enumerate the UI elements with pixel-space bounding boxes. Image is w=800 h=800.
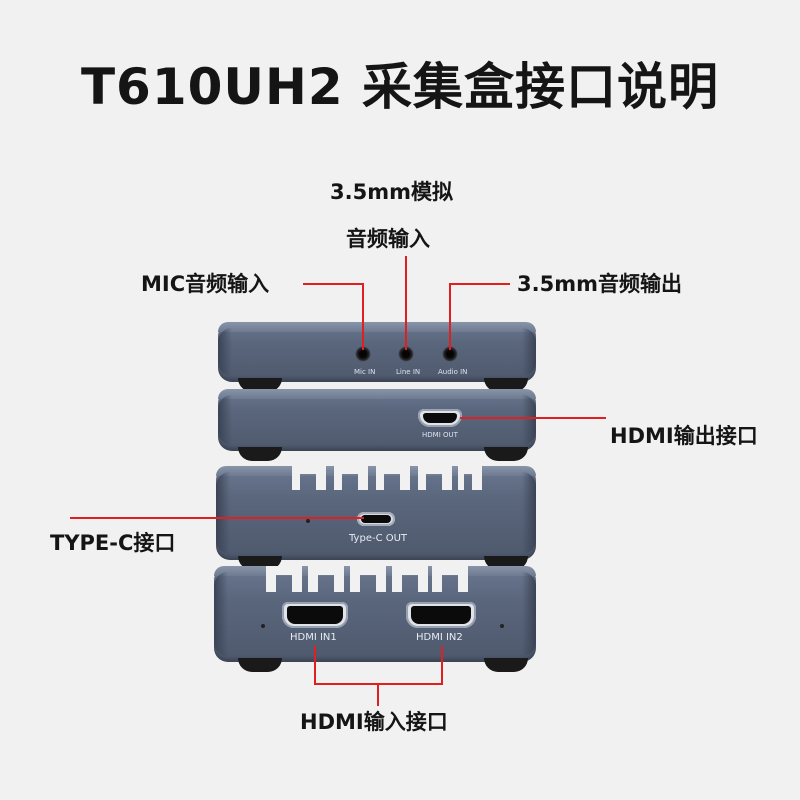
hdmi-out-port bbox=[418, 409, 462, 427]
status-led bbox=[500, 624, 504, 628]
port-label-type-c-out: Type-C OUT bbox=[349, 533, 408, 544]
port-label-mic-in: Mic IN bbox=[354, 368, 376, 376]
audio-in-jack bbox=[442, 346, 458, 362]
mic-jack bbox=[355, 346, 371, 362]
device-foot bbox=[484, 447, 528, 461]
device-hdmi-out-panel bbox=[218, 389, 536, 451]
port-label-hdmi-in2: HDMI IN2 bbox=[416, 632, 463, 643]
label-mic-audio-in: MIC音频输入 bbox=[141, 272, 270, 296]
line-in-jack bbox=[398, 346, 414, 362]
status-led bbox=[306, 519, 310, 523]
page-title: T610UH2 采集盒接口说明 bbox=[80, 58, 720, 116]
device-foot bbox=[238, 658, 282, 672]
label-type-c: TYPE-C接口 bbox=[50, 531, 176, 555]
vent-cutout bbox=[266, 566, 468, 592]
device-foot bbox=[238, 378, 282, 392]
port-label-audio-in: Audio IN bbox=[438, 368, 468, 376]
device-foot bbox=[484, 378, 528, 392]
status-led bbox=[261, 624, 265, 628]
leader-line-mic bbox=[303, 283, 364, 350]
port-label-hdmi-in1: HDMI IN1 bbox=[290, 632, 337, 643]
port-label-line-in: Line IN bbox=[396, 368, 421, 376]
device-foot bbox=[238, 447, 282, 461]
label-hdmi-in: HDMI输入接口 bbox=[300, 710, 448, 734]
device-audio-panel bbox=[218, 322, 536, 382]
label-hdmi-out: HDMI输出接口 bbox=[610, 424, 758, 448]
vent-cutout bbox=[292, 466, 482, 490]
device-foot bbox=[484, 658, 528, 672]
label-audio-out: 3.5mm音频输出 bbox=[517, 272, 682, 296]
hdmi-in1-port bbox=[282, 602, 348, 628]
leader-line-audio-out bbox=[449, 283, 510, 350]
label-analog-audio-in-line2: 音频输入 bbox=[346, 227, 430, 251]
port-label-hdmi-out: HDMI OUT bbox=[422, 431, 458, 439]
leader-line-hdmi-in bbox=[314, 646, 443, 706]
type-c-port bbox=[357, 512, 395, 526]
hdmi-in2-port bbox=[406, 602, 476, 628]
label-analog-audio-in-line1: 3.5mm模拟 bbox=[330, 180, 453, 204]
